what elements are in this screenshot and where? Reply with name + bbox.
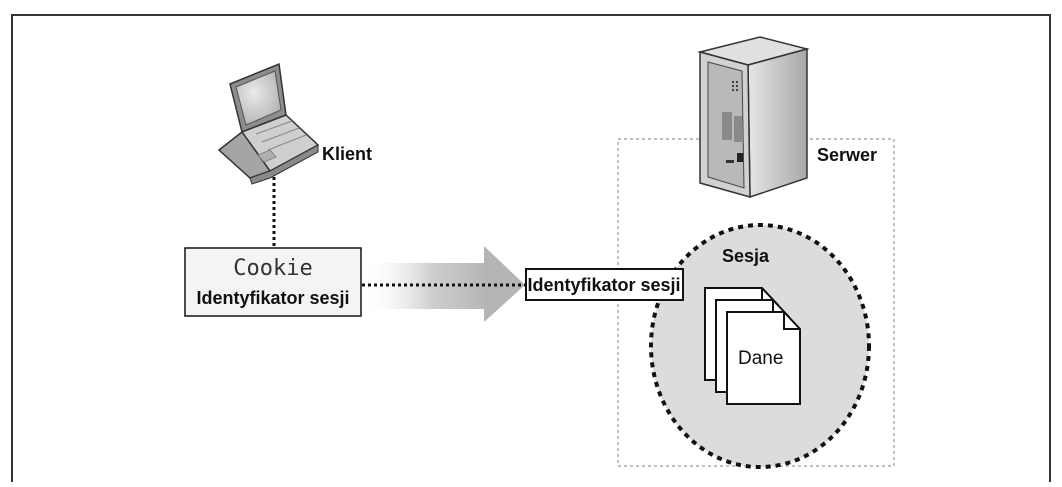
session-id-text: Identyfikator sesji [527, 275, 680, 295]
cookie-session-id: Identyfikator sesji [196, 288, 349, 308]
laptop-icon [217, 62, 320, 185]
cookie-box [184, 247, 362, 317]
client-label: Klient [322, 144, 372, 164]
session-id-box [525, 268, 684, 301]
figure-frame [11, 14, 1051, 482]
cookie-title: Cookie [233, 256, 312, 281]
server-tower-icon [697, 36, 810, 199]
data-label: Dane [738, 348, 783, 369]
session-label: Sesja [722, 246, 770, 266]
server-label: Serwer [817, 145, 877, 165]
document-stack-icon [704, 287, 801, 405]
